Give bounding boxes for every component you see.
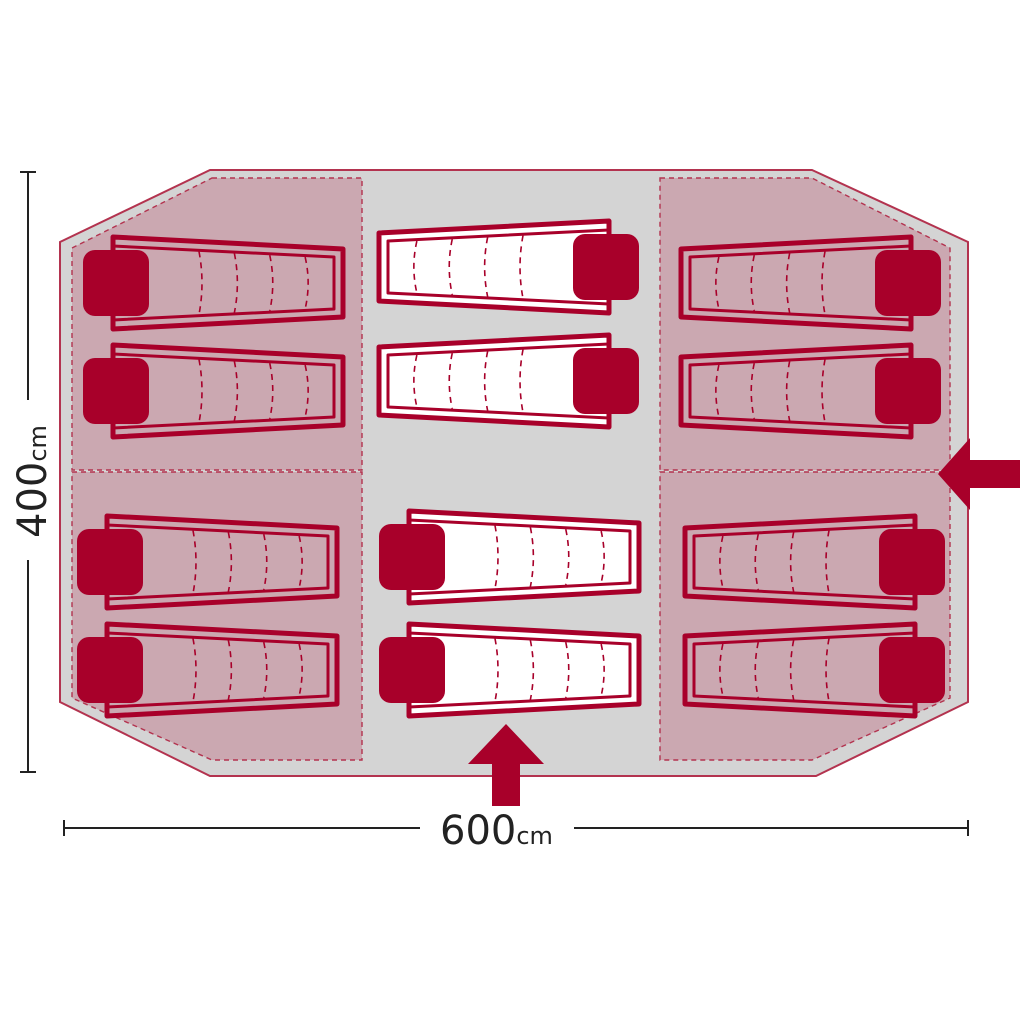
- sleeping-bag-icon: [376, 332, 639, 430]
- sleeping-bag-icon: [682, 621, 945, 719]
- sleeping-bag-icon: [376, 218, 639, 316]
- bedroom-bottom-left: [71, 471, 363, 761]
- width-unit: cm: [516, 822, 553, 850]
- sleeping-bag-icon: [83, 234, 346, 332]
- bedroom-bottom-right: [659, 471, 951, 761]
- svg-text:600cm: 600cm: [440, 808, 553, 854]
- sleeping-bag-icon: [682, 513, 945, 611]
- sleeping-bag-icon: [83, 342, 346, 440]
- width-dimension: 600cm: [63, 806, 969, 854]
- height-value: 400: [10, 462, 56, 538]
- svg-text:400cm: 400cm: [10, 425, 56, 538]
- sleeping-bag-icon: [379, 508, 642, 606]
- height-dimension: 400cm: [6, 171, 56, 773]
- sleeping-bags: [77, 218, 945, 719]
- sleeping-bag-icon: [77, 621, 340, 719]
- entrance-arrow-icon: [938, 438, 1020, 510]
- entrance-arrow-icon: [468, 724, 544, 808]
- sleeping-bag-icon: [77, 513, 340, 611]
- sleeping-bag-icon: [379, 621, 642, 719]
- sleeping-bag-icon: [678, 342, 941, 440]
- height-unit: cm: [24, 425, 52, 462]
- width-value: 600: [440, 808, 516, 854]
- sleeping-bag-icon: [678, 234, 941, 332]
